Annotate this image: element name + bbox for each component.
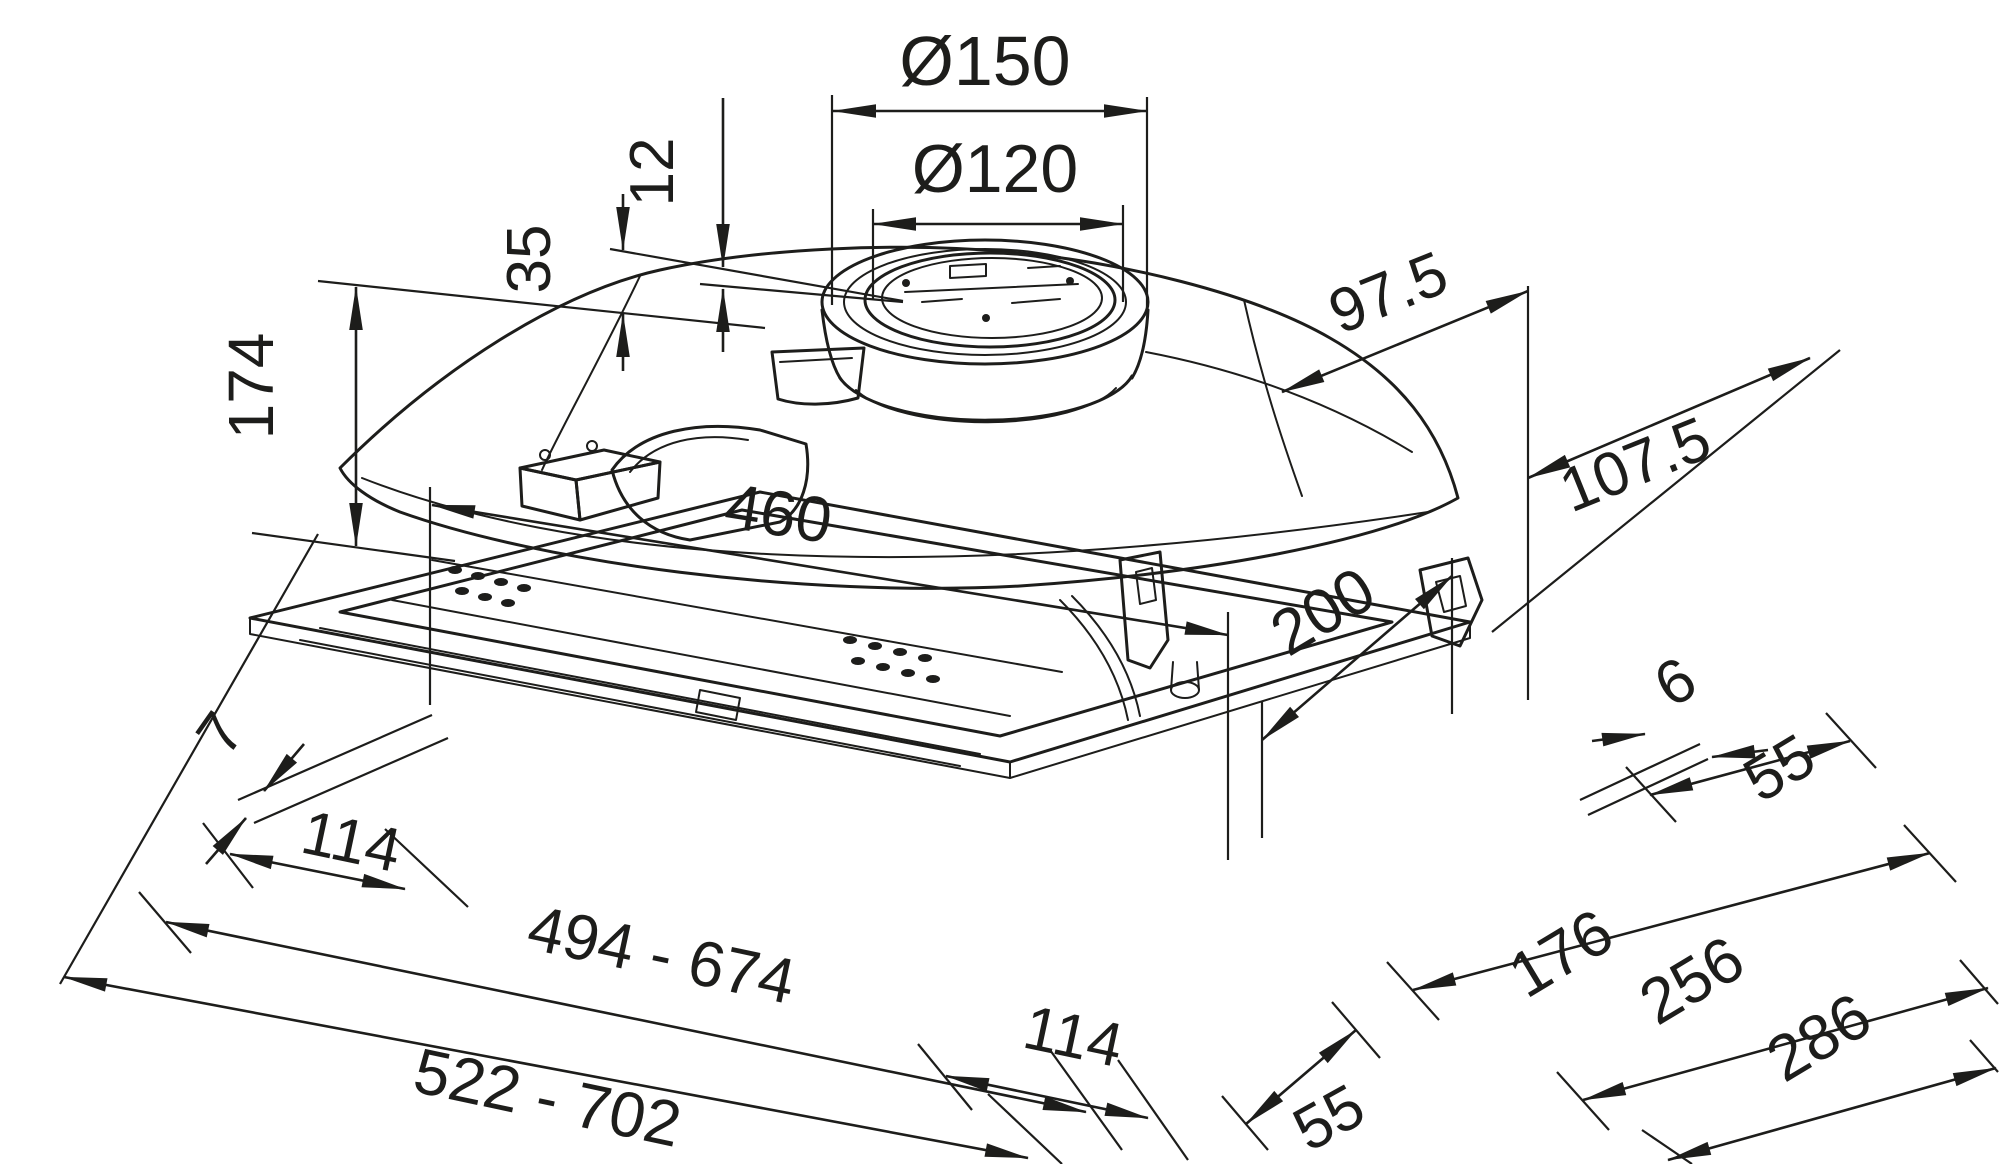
top-ref-line-u1 — [609, 247, 904, 303]
dimension-overall-width: 522 - 702 — [59, 533, 1063, 1164]
bottom-ref-line-left — [251, 531, 456, 563]
base-plate-line-1 — [391, 599, 1011, 717]
dimension-label-duct-inner: Ø120 — [912, 131, 1078, 207]
frame-inner-opening — [338, 508, 1394, 738]
dimension-label-flange-lip: 7 — [183, 700, 257, 766]
dimension-top-recess: 12 — [618, 98, 730, 352]
dimension-label-top-recess: 12 — [618, 138, 687, 207]
collar-base-arc — [838, 374, 1134, 422]
dimension-label-rear-hole-offset: 55 — [1732, 721, 1827, 816]
top-ref-line-u3 — [699, 282, 904, 304]
collar-plate-hole-3 — [982, 314, 990, 322]
collar-outer-ring — [843, 248, 1127, 356]
dimension-duct-outer: Ø150 — [830, 22, 1149, 307]
perforation-cluster-right — [843, 636, 940, 683]
dimension-left-inset: 114 — [202, 798, 469, 908]
collar-tab-line — [779, 357, 853, 363]
collar-plate-slot-5 — [1027, 265, 1061, 269]
dimension-label-depth-mid: 256 — [1627, 922, 1756, 1039]
collar-plate-slot-3 — [1011, 298, 1061, 304]
collar-plate-slot-4 — [949, 263, 987, 279]
dimension-top-offset: 35 — [495, 194, 630, 371]
hood-body — [248, 238, 1484, 779]
dimension-label-inner-width: 460 — [720, 469, 837, 557]
dimension-label-overall-width: 522 - 702 — [408, 1034, 687, 1161]
front-clip — [695, 689, 741, 721]
collar-plate-slot-1 — [904, 283, 1079, 293]
collar-plate — [881, 257, 1103, 339]
top-ref-line-u2 — [317, 279, 766, 330]
dimension-label-left-inset: 114 — [296, 798, 407, 886]
collar-plate-slot-2 — [921, 298, 963, 303]
collar-plate-hole-1 — [902, 279, 910, 287]
dimension-body-height: 174 — [215, 286, 363, 547]
dimension-label-bottom-inset: 114 — [1018, 993, 1129, 1081]
dimension-bottom-inset: 114 — [917, 993, 1189, 1161]
dimension-label-front-hole-offset: 55 — [1282, 1071, 1376, 1164]
dimension-label-body-height: 174 — [215, 333, 287, 440]
dimension-label-duct-outer: Ø150 — [899, 22, 1070, 100]
blower-housing-line — [629, 436, 749, 473]
dimension-label-flange-gap: 6 — [1643, 644, 1708, 721]
dimension-label-top-offset: 35 — [495, 225, 564, 294]
base-plate-line-2 — [431, 559, 1063, 673]
dimension-label-depth-overall: 286 — [1754, 979, 1883, 1096]
collar-inner-rim — [863, 251, 1117, 349]
canopy-seam-right — [1243, 299, 1303, 497]
dimension-right-depth: 200 — [1258, 553, 1454, 838]
junction-box — [518, 440, 662, 522]
collar-side-left — [820, 308, 842, 380]
dimension-label-rear-edge-depth: 107.5 — [1550, 404, 1720, 526]
dimension-rear-hole-offset: 55 — [1625, 712, 1877, 823]
perforation-cluster-left — [448, 566, 531, 607]
collar-side-right — [1130, 308, 1150, 380]
dimension-label-depth-inner: 176 — [1496, 895, 1625, 1012]
collar-tab — [770, 346, 866, 406]
duct-collar — [770, 238, 1150, 424]
dimension-inner-width: 460 — [428, 469, 1230, 860]
dimension-label-cutout-width: 494 - 674 — [522, 891, 801, 1018]
dimension-rear-edge-depth: 107.5 — [1491, 349, 1841, 633]
dimension-front-hole-offset: 55 — [1221, 1001, 1381, 1164]
frame-rail-1 — [299, 639, 961, 767]
collar-plate-hole-2 — [1066, 277, 1074, 285]
collar-base-ring — [855, 387, 1117, 424]
dimension-duct-inner: Ø120 — [871, 131, 1125, 302]
dimension-label-rear-top-depth: 97.5 — [1319, 238, 1457, 347]
